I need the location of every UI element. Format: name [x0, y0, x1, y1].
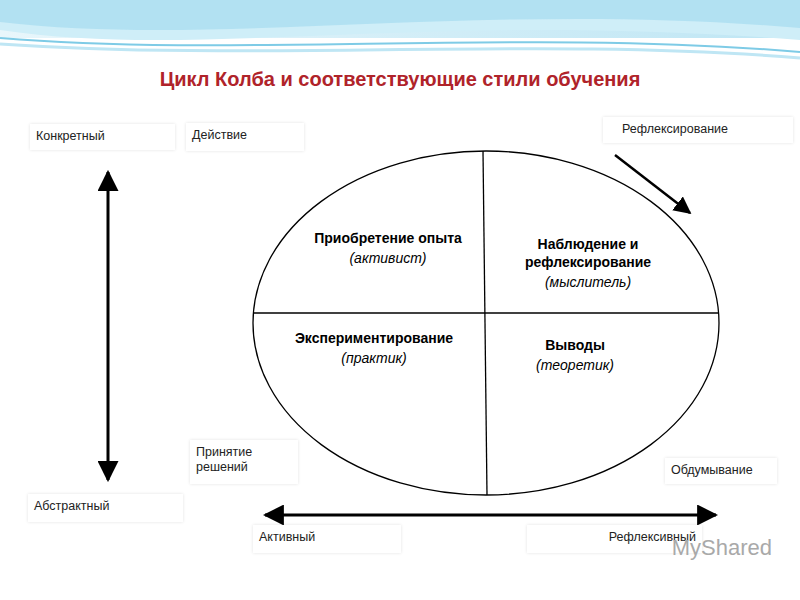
- axis-label: Принятие решений: [190, 440, 298, 484]
- axis-label: Действие: [186, 123, 304, 151]
- stage-name: Выводы: [500, 336, 650, 354]
- quadrant-node: Наблюдение и рефлексирование (мыслитель): [503, 235, 673, 291]
- axis-label: Активный: [253, 525, 401, 553]
- stage-name: Наблюдение и рефлексирование: [503, 235, 673, 271]
- stage-name: Экспериментирование: [279, 329, 469, 347]
- quadrant-node: Выводы (теоретик): [500, 336, 650, 374]
- learner-style: (активист): [313, 249, 463, 267]
- axis-label: Рефлексирование: [603, 117, 793, 143]
- quadrant-node: Экспериментирование (практик): [279, 329, 469, 367]
- kolb-ellipse: [253, 151, 719, 495]
- learner-style: (практик): [279, 349, 469, 367]
- diagonal-arrow: [615, 155, 690, 213]
- stage-name: Приобретение опыта: [313, 229, 463, 247]
- axis-label: Конкретный: [30, 124, 175, 150]
- diagram-title: Цикл Колба и соответствующие стили обуче…: [0, 68, 800, 91]
- axis-label: Абстрактный: [28, 494, 183, 522]
- quadrant-node: Приобретение опыта (активист): [313, 229, 463, 267]
- vertical-axis-arrow: [107, 172, 110, 480]
- learner-style: (мыслитель): [503, 273, 673, 291]
- wave-banner: [0, 0, 800, 58]
- watermark: MyShared: [612, 540, 772, 570]
- horizontal-axis-arrow: [265, 514, 716, 517]
- axis-label: Обдумывание: [665, 458, 777, 484]
- learner-style: (теоретик): [500, 356, 650, 374]
